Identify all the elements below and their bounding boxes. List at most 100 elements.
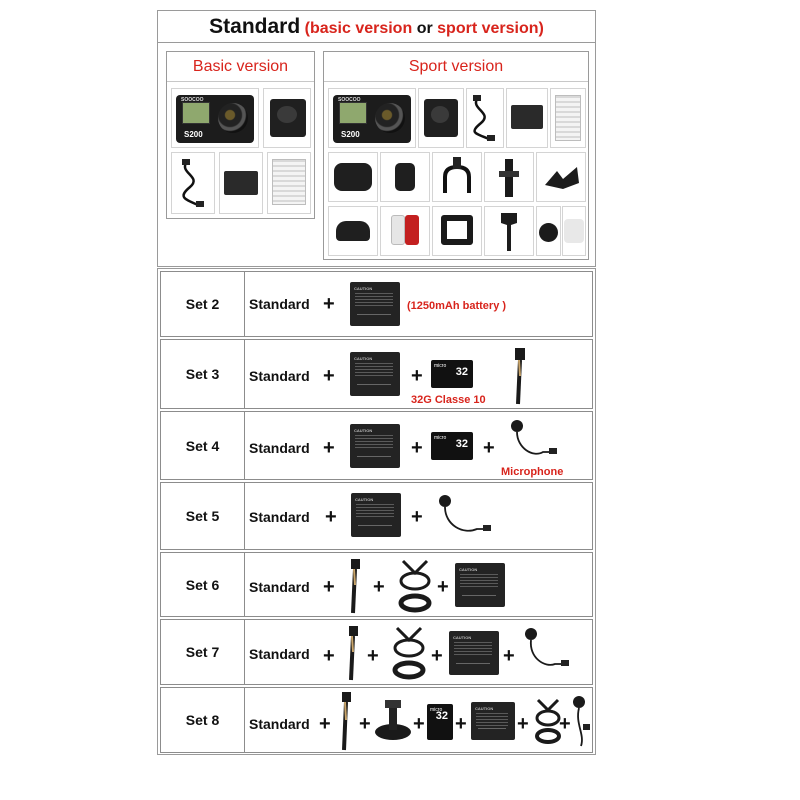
housing-cell [263, 88, 311, 148]
extension-arm-cell [484, 152, 534, 202]
cloth-cell [562, 206, 586, 256]
plus-sign: + [373, 576, 385, 598]
battery-icon: CAUTION [351, 493, 401, 537]
title-basic-version: basic version [309, 20, 413, 37]
title-paren-open: ( [304, 20, 310, 37]
plus-sign: + [431, 645, 443, 667]
standard-title-text: Standard [209, 15, 301, 38]
standard-label: Standard [249, 509, 310, 525]
sd-card-capacity: 32 [435, 710, 448, 722]
standard-package-panel: Standard (basic version or sport version… [157, 10, 596, 267]
helmet-mount-cell [536, 152, 586, 202]
frame-cell [432, 206, 482, 256]
curved-mount-icon [336, 221, 370, 241]
plus-sign: + [455, 713, 467, 735]
sport-camera-cell: SOOCOO S200 [328, 88, 416, 148]
standard-label: Standard [249, 646, 310, 662]
sets-table: Set 2 Standard + CAUTION (1250mAh batter… [157, 268, 596, 755]
camera-model: S200 [341, 130, 360, 139]
plus-sign: + [413, 713, 425, 735]
microphone-note: Microphone [501, 466, 564, 478]
manual-icon [555, 95, 581, 141]
basic-version-box: Basic version SOOCOO S200 [166, 51, 315, 219]
plus-sign: + [367, 645, 379, 667]
plus-sign: + [483, 437, 495, 459]
lens-cap-icon [539, 223, 558, 242]
waterproof-housing-icon [270, 99, 306, 137]
suction-cup-icon [375, 700, 411, 740]
plus-sign: + [323, 293, 335, 315]
plus-sign: + [325, 506, 337, 528]
camera-model: S200 [184, 130, 203, 139]
selfie-stick-icon [342, 692, 351, 751]
title-sport-version: sport version [437, 20, 539, 37]
lens-cap-cell [536, 206, 561, 256]
remote-control-icon [395, 163, 415, 191]
case-cell [328, 152, 378, 202]
adhesive-cell [380, 206, 430, 256]
microphone-icon [525, 628, 569, 666]
plus-sign: + [517, 713, 529, 735]
usb-cable-icon [473, 95, 495, 141]
sd-card-note: 32G Classe 10 [411, 394, 486, 406]
battery-icon: CAUTION [350, 352, 400, 396]
standard-title: Standard (basic version or sport version… [158, 11, 595, 43]
microphone-icon [573, 696, 590, 747]
battery-icon: CAUTION [455, 563, 505, 607]
sport-version-title: Sport version [324, 52, 588, 82]
standard-label: Standard [249, 716, 310, 732]
chest-strap-icon [392, 626, 426, 680]
camera-icon: SOOCOO S200 [333, 95, 411, 143]
camera-brand: SOOCOO [181, 97, 204, 103]
dual-charger-icon [224, 171, 258, 195]
camera-cell: SOOCOO S200 [171, 88, 259, 148]
sd-card-capacity: 32 [455, 366, 468, 378]
battery-icon: CAUTION [471, 702, 515, 740]
sport-charger-cell [506, 88, 548, 148]
waterproof-housing-icon [424, 99, 458, 137]
camera-brand: SOOCOO [338, 97, 361, 103]
title-paren-close: ) [538, 20, 544, 37]
manual-icon [272, 159, 306, 205]
sport-usb-cell [466, 88, 504, 148]
handlebar-mount-icon [443, 157, 471, 193]
chest-strap-icon [535, 698, 561, 744]
helmet-mount-icon [545, 167, 579, 189]
standard-label: Standard [249, 579, 310, 595]
plus-sign: + [437, 576, 449, 598]
set-row-6: Set 6 Standard + + + CAUTION [160, 552, 593, 617]
set-label: Set 3 [161, 340, 245, 408]
chest-strap-icon [398, 559, 432, 613]
plus-sign: + [411, 365, 423, 387]
battery-note: (1250mAh battery ) [407, 300, 507, 312]
wrench-cell [484, 206, 534, 256]
handlebar-cell [432, 152, 482, 202]
frame-mount-icon [441, 215, 473, 245]
plus-sign: + [503, 645, 515, 667]
selfie-stick-icon [515, 348, 525, 405]
wrench-icon [501, 213, 517, 251]
plus-sign: + [323, 437, 335, 459]
sport-manual-cell [550, 88, 586, 148]
set-label: Set 8 [161, 688, 245, 752]
standard-label: Standard [249, 296, 310, 312]
camera-icon: SOOCOO S200 [176, 95, 254, 143]
selfie-stick-icon [349, 626, 358, 681]
set-label: Set 4 [161, 412, 245, 479]
basic-version-title: Basic version [167, 52, 314, 82]
plus-sign: + [411, 437, 423, 459]
cleaning-cloth-icon [564, 219, 584, 243]
plus-sign: + [319, 713, 331, 735]
adhesive-pad-icon [405, 215, 419, 245]
plus-sign: + [411, 506, 423, 528]
title-or: or [416, 20, 433, 37]
set-row-5: Set 5 Standard + CAUTION + [160, 482, 593, 550]
sd-card-capacity: 32 [455, 438, 468, 450]
curved-mount-cell [328, 206, 378, 256]
extension-arm-icon [499, 159, 519, 197]
sport-version-box: Sport version SOOCOO S200 [323, 51, 589, 260]
